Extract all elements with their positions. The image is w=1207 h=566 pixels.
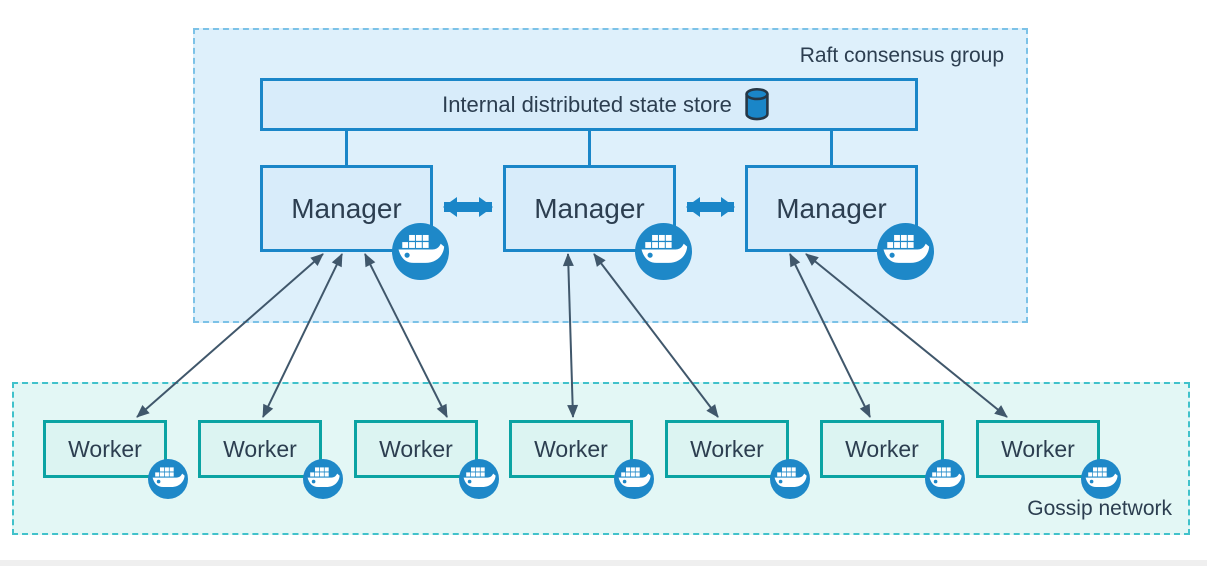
- docker-whale-icon: [148, 459, 188, 499]
- manager-label: Manager: [534, 192, 645, 224]
- manager-label: Manager: [291, 192, 402, 224]
- docker-whale-icon: [303, 459, 343, 499]
- page-bottom-edge: [0, 560, 1207, 566]
- worker-label: Worker: [1001, 435, 1075, 462]
- gossip-network-label: Gossip network: [1027, 497, 1172, 520]
- manager-box-1: Manager: [260, 165, 449, 280]
- raft-group-label: Raft consensus group: [799, 44, 1004, 67]
- manager-box-2: Manager: [503, 165, 692, 280]
- docker-whale-icon: [614, 459, 654, 499]
- worker-label: Worker: [534, 435, 608, 462]
- worker-box-1: Worker: [43, 420, 188, 499]
- worker-label: Worker: [223, 435, 297, 462]
- worker-label: Worker: [379, 435, 453, 462]
- worker-label: Worker: [690, 435, 764, 462]
- worker-box-5: Worker: [665, 420, 810, 499]
- worker-box-4: Worker: [509, 420, 654, 499]
- docker-whale-icon: [877, 223, 934, 280]
- worker-box-7: Worker: [976, 420, 1121, 499]
- docker-whale-icon: [1081, 459, 1121, 499]
- docker-whale-icon: [925, 459, 965, 499]
- manager-label: Manager: [776, 192, 887, 224]
- state-store-label: Internal distributed state store: [442, 91, 732, 117]
- docker-whale-icon: [459, 459, 499, 499]
- worker-box-2: Worker: [198, 420, 343, 499]
- state-store-box: Internal distributed state store: [260, 78, 918, 131]
- worker-box-3: Worker: [354, 420, 499, 499]
- docker-whale-icon: [635, 223, 692, 280]
- worker-box-6: Worker: [820, 420, 965, 499]
- database-cylinder-icon: [745, 87, 769, 121]
- manager-box-3: Manager: [745, 165, 934, 280]
- worker-label: Worker: [68, 435, 142, 462]
- docker-whale-icon: [392, 223, 449, 280]
- worker-label: Worker: [845, 435, 919, 462]
- docker-whale-icon: [770, 459, 810, 499]
